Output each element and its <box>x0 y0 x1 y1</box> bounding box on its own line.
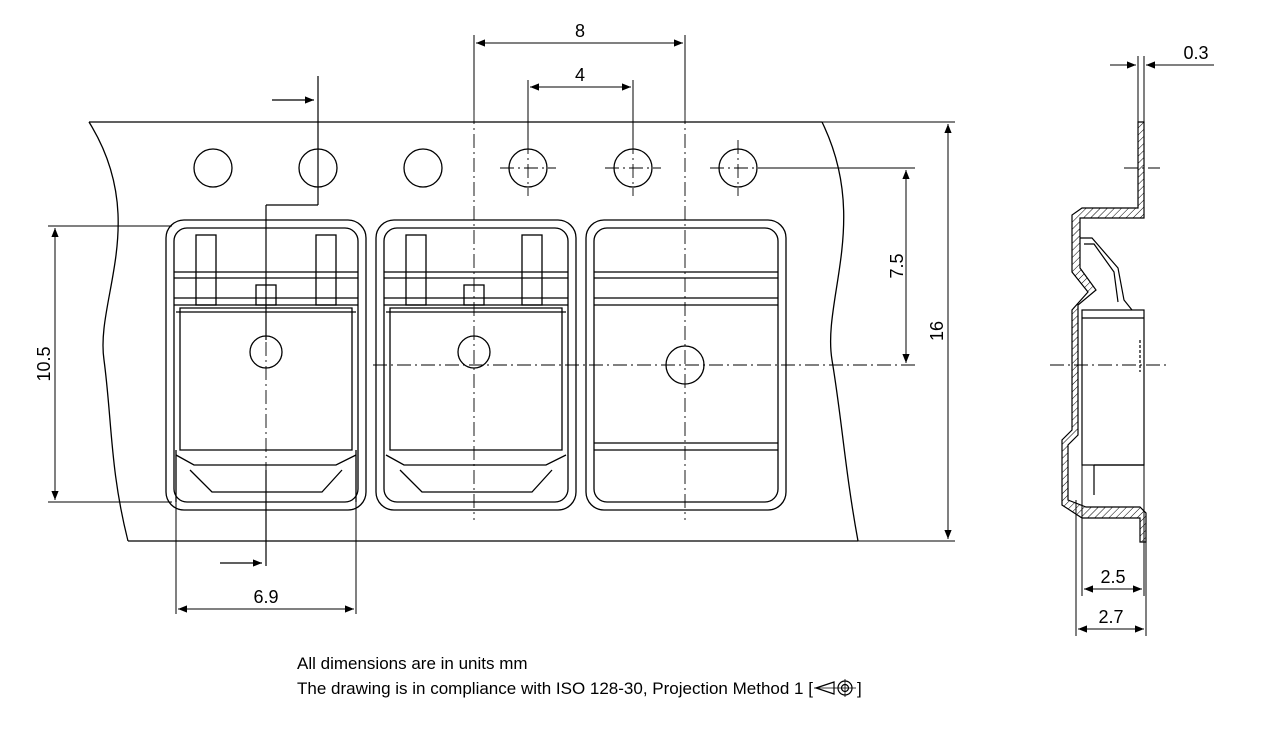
dimension-depth-inner <box>1081 465 1145 596</box>
tape-right-break <box>821 121 859 542</box>
dim-label-hole-to-center: 7.5 <box>887 253 907 278</box>
dimension-sprocket-pitch <box>527 80 634 140</box>
center-lines <box>265 110 910 520</box>
component-lead <box>405 234 427 306</box>
sprocket-hole <box>403 148 443 188</box>
dim-label-depth-outer: 2.7 <box>1098 607 1123 627</box>
dimension-pocket-length <box>48 225 172 503</box>
dim-label-cover-tape: 0.3 <box>1183 43 1208 63</box>
sprocket-hole <box>193 148 233 188</box>
first-angle-projection-icon <box>813 679 856 697</box>
iso-note-bracket: ] <box>856 679 862 698</box>
dimension-pocket-width <box>175 502 357 614</box>
dim-label-pocket-length: 10.5 <box>34 346 54 381</box>
side-view <box>1050 121 1170 543</box>
dimension-cover-tape <box>1110 56 1214 122</box>
component-lead <box>315 234 337 306</box>
dimension-pocket-pitch <box>473 35 686 110</box>
section-cut-line <box>220 76 319 567</box>
carrier-tape <box>88 121 859 542</box>
tape-left-break <box>88 121 129 542</box>
dim-label-pocket-width: 6.9 <box>253 587 278 607</box>
dim-label-depth-inner: 2.5 <box>1100 567 1125 587</box>
component-body <box>179 307 353 451</box>
component-lead-profile <box>1080 237 1133 311</box>
tape-profile-hatched <box>1061 121 1147 543</box>
dim-label-tape-width: 16 <box>927 321 947 341</box>
sprocket-holes <box>193 148 758 188</box>
component-body-profile <box>1081 309 1145 466</box>
units-note: All dimensions are in units mm <box>297 654 528 673</box>
dim-label-pocket-pitch: 8 <box>575 21 585 41</box>
iso-note-text: The drawing is in compliance with ISO 12… <box>297 679 813 698</box>
component-lead <box>195 234 217 306</box>
iso-note: The drawing is in compliance with ISO 12… <box>297 679 862 699</box>
dim-label-sprocket-pitch: 4 <box>575 65 585 85</box>
dimension-hole-to-center <box>760 167 915 366</box>
dimension-tape-width <box>822 121 955 542</box>
dimension-depth-outer <box>1075 500 1147 636</box>
component-lead <box>521 234 543 306</box>
component-body <box>389 307 563 451</box>
